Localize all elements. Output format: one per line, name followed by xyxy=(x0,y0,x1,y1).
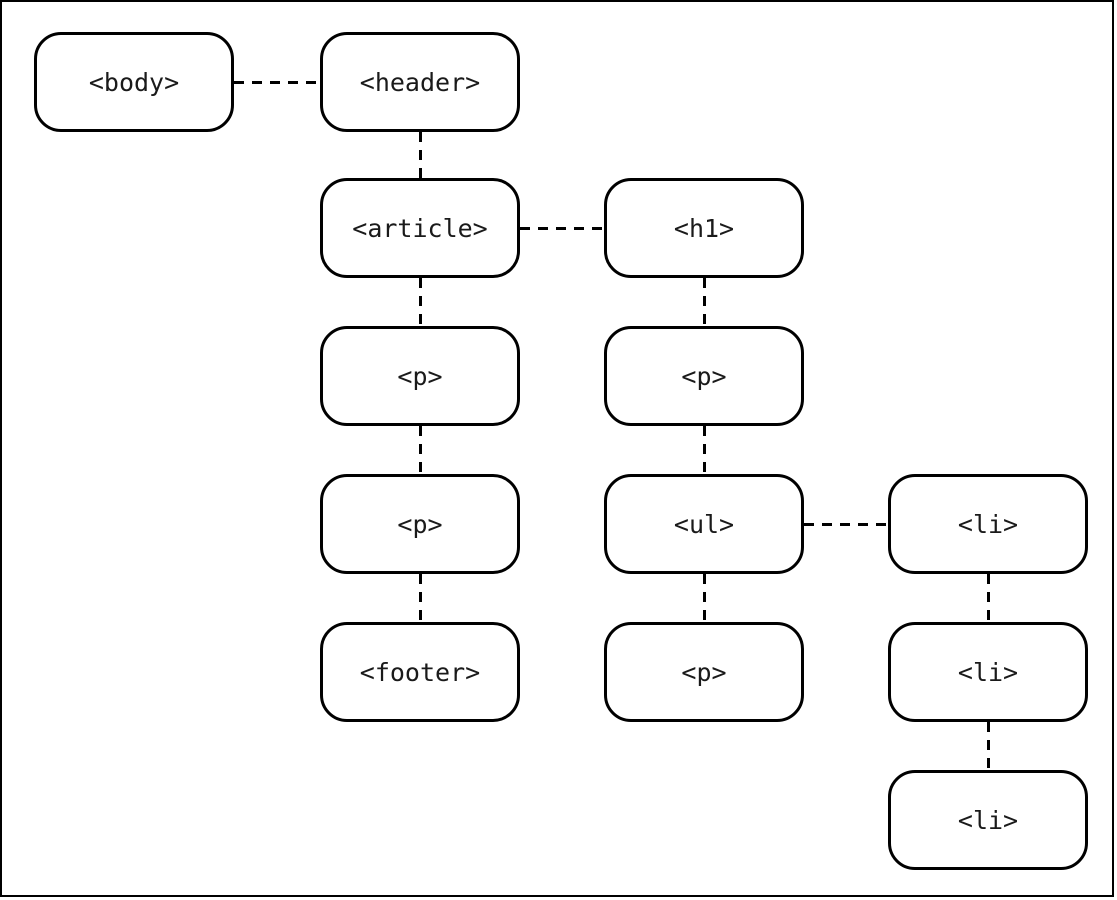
tree-node-body: <body> xyxy=(34,32,234,132)
edge-p-article-2-footer xyxy=(418,574,422,622)
tree-node-li-2: <li> xyxy=(888,622,1088,722)
tree-node-label-ul: <ul> xyxy=(673,509,735,539)
tree-node-li-3: <li> xyxy=(888,770,1088,870)
tree-node-h1: <h1> xyxy=(604,178,804,278)
tree-node-article: <article> xyxy=(320,178,520,278)
tree-node-label-p-article-1: <p> xyxy=(397,361,443,391)
tree-node-header: <header> xyxy=(320,32,520,132)
edge-header-article xyxy=(418,132,422,178)
tree-node-label-li-1: <li> xyxy=(957,509,1019,539)
edge-article-h1 xyxy=(520,226,604,230)
tree-node-label-body: <body> xyxy=(88,67,180,97)
tree-node-label-p-article-2: <p> xyxy=(397,509,443,539)
tree-node-label-li-2: <li> xyxy=(957,657,1019,687)
edge-p-h1-ul xyxy=(702,426,706,474)
tree-node-label-p-h1: <p> xyxy=(681,361,727,391)
tree-node-label-li-3: <li> xyxy=(957,805,1019,835)
tree-node-p-article-1: <p> xyxy=(320,326,520,426)
tree-node-label-footer: <footer> xyxy=(359,657,481,687)
tree-node-label-article: <article> xyxy=(352,213,488,243)
tree-node-label-p-ul: <p> xyxy=(681,657,727,687)
tree-node-p-h1: <p> xyxy=(604,326,804,426)
tree-node-label-h1: <h1> xyxy=(673,213,735,243)
edge-article-p-article-1 xyxy=(418,278,422,326)
tree-node-p-ul: <p> xyxy=(604,622,804,722)
edge-ul-p-ul xyxy=(702,574,706,622)
edge-ul-li-1 xyxy=(804,522,888,526)
edge-body-header xyxy=(234,80,320,84)
tree-node-label-header: <header> xyxy=(359,67,481,97)
tree-node-li-1: <li> xyxy=(888,474,1088,574)
tree-node-p-article-2: <p> xyxy=(320,474,520,574)
edge-li-2-li-3 xyxy=(986,722,990,770)
edge-p-article-1-p-article-2 xyxy=(418,426,422,474)
edge-h1-p-h1 xyxy=(702,278,706,326)
tree-node-ul: <ul> xyxy=(604,474,804,574)
edge-li-1-li-2 xyxy=(986,574,990,622)
tree-node-footer: <footer> xyxy=(320,622,520,722)
